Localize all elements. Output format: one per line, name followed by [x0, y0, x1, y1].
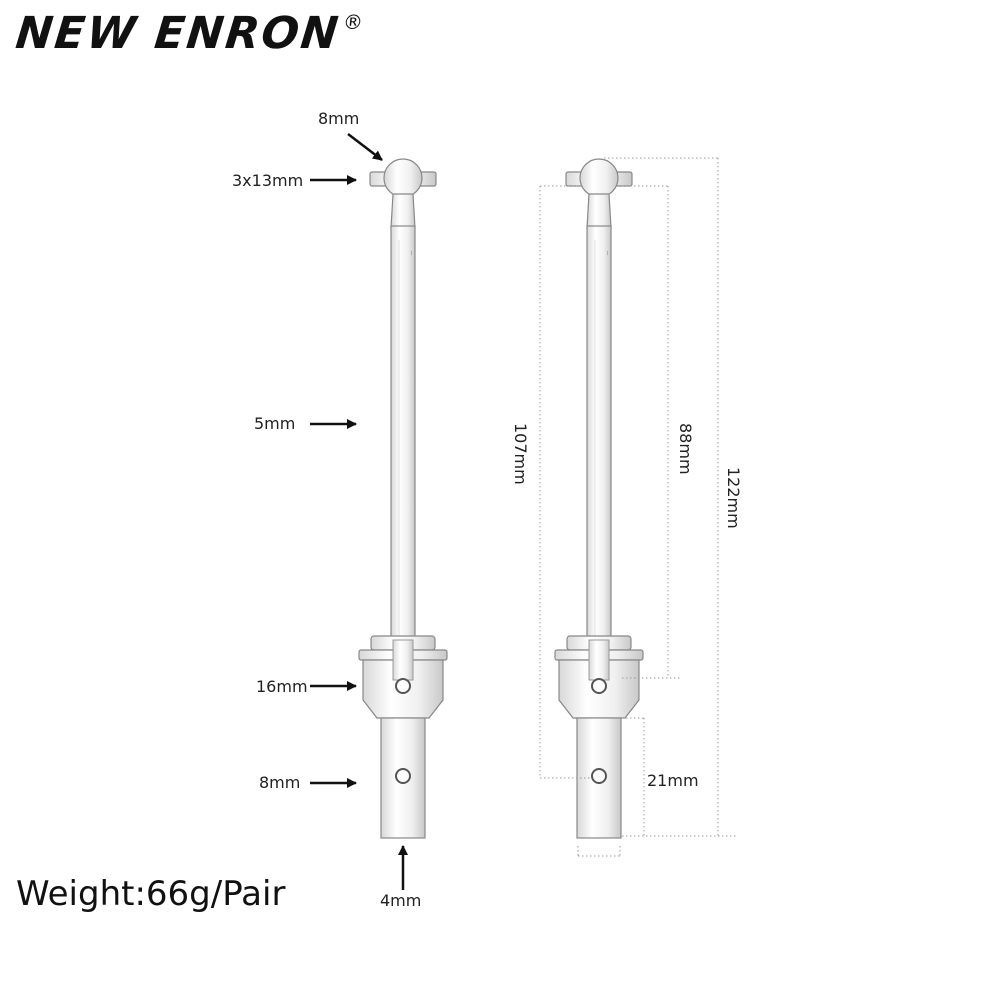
- length-122-label: 122mm: [724, 467, 743, 529]
- drive-shaft-right: [554, 158, 644, 839]
- output-diameter-label: 8mm: [259, 773, 300, 792]
- length-88-label: 88mm: [676, 423, 695, 475]
- drive-shaft-left: [358, 158, 448, 839]
- right-dimension-lines: [539, 157, 738, 858]
- weight-label: Weight:66g/Pair: [16, 874, 286, 914]
- cup-diameter-label: 16mm: [256, 677, 308, 696]
- ball-diameter-label: 8mm: [318, 109, 359, 128]
- right-dimension-labels: 107mm 88mm 122mm 21mm: [511, 423, 743, 790]
- left-dimension-labels: 8mm 3x13mm 5mm 16mm 8mm 4mm: [232, 109, 421, 910]
- shaft-diameter-label: 5mm: [254, 414, 295, 433]
- ball-arrow: [347, 133, 383, 161]
- pin-size-label: 3x13mm: [232, 171, 303, 190]
- hole-diameter-label: 4mm: [380, 891, 421, 910]
- length-107-label: 107mm: [511, 423, 530, 485]
- output-length-label: 21mm: [647, 771, 699, 790]
